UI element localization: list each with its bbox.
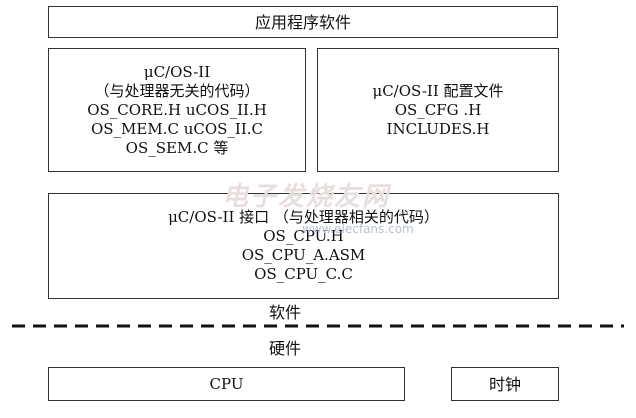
config-title: μC/OS-II 配置文件	[372, 81, 504, 100]
port-file-line: OS_CPU_A.ASM	[241, 246, 366, 264]
clock-box: 时钟	[451, 367, 559, 401]
kernel-code-box: μC/OS-II （与处理器无关的代码） OS_CORE.H uCOS_II.H…	[48, 48, 306, 172]
hardware-layer-label: 硬件	[269, 339, 302, 358]
watermark-logo: 电子发烧友网	[222, 182, 391, 212]
port-code-box: μC/OS-II 接口 （与处理器相关的代码） OS_CPU.H OS_CPU_…	[48, 193, 559, 299]
config-files-box: μC/OS-II 配置文件 OS_CFG .H INCLUDES.H	[317, 48, 559, 172]
application-software-label: 应用程序软件	[254, 12, 351, 32]
kernel-file-line: OS_MEM.C uCOS_II.C	[90, 119, 264, 138]
software-hardware-divider	[12, 324, 624, 328]
kernel-file-line: OS_CORE.H uCOS_II.H	[87, 100, 267, 119]
kernel-file-line: OS_SEM.C 等	[125, 138, 229, 157]
clock-label: 时钟	[488, 374, 521, 394]
port-file-line: OS_CPU.H	[263, 227, 344, 245]
config-file-line: INCLUDES.H	[386, 119, 490, 138]
kernel-title: μC/OS-II	[143, 62, 211, 81]
config-file-line: OS_CFG .H	[394, 100, 482, 119]
application-software-box: 应用程序软件	[48, 6, 558, 38]
kernel-subtitle: （与处理器无关的代码）	[94, 81, 260, 100]
cpu-label: CPU	[209, 374, 244, 393]
port-title: μC/OS-II 接口 （与处理器相关的代码）	[168, 208, 439, 226]
cpu-box: CPU	[48, 367, 405, 401]
watermark-url: www.elecfans.com	[302, 222, 414, 236]
port-file-line: OS_CPU_C.C	[254, 265, 353, 283]
software-layer-label: 软件	[269, 303, 302, 322]
